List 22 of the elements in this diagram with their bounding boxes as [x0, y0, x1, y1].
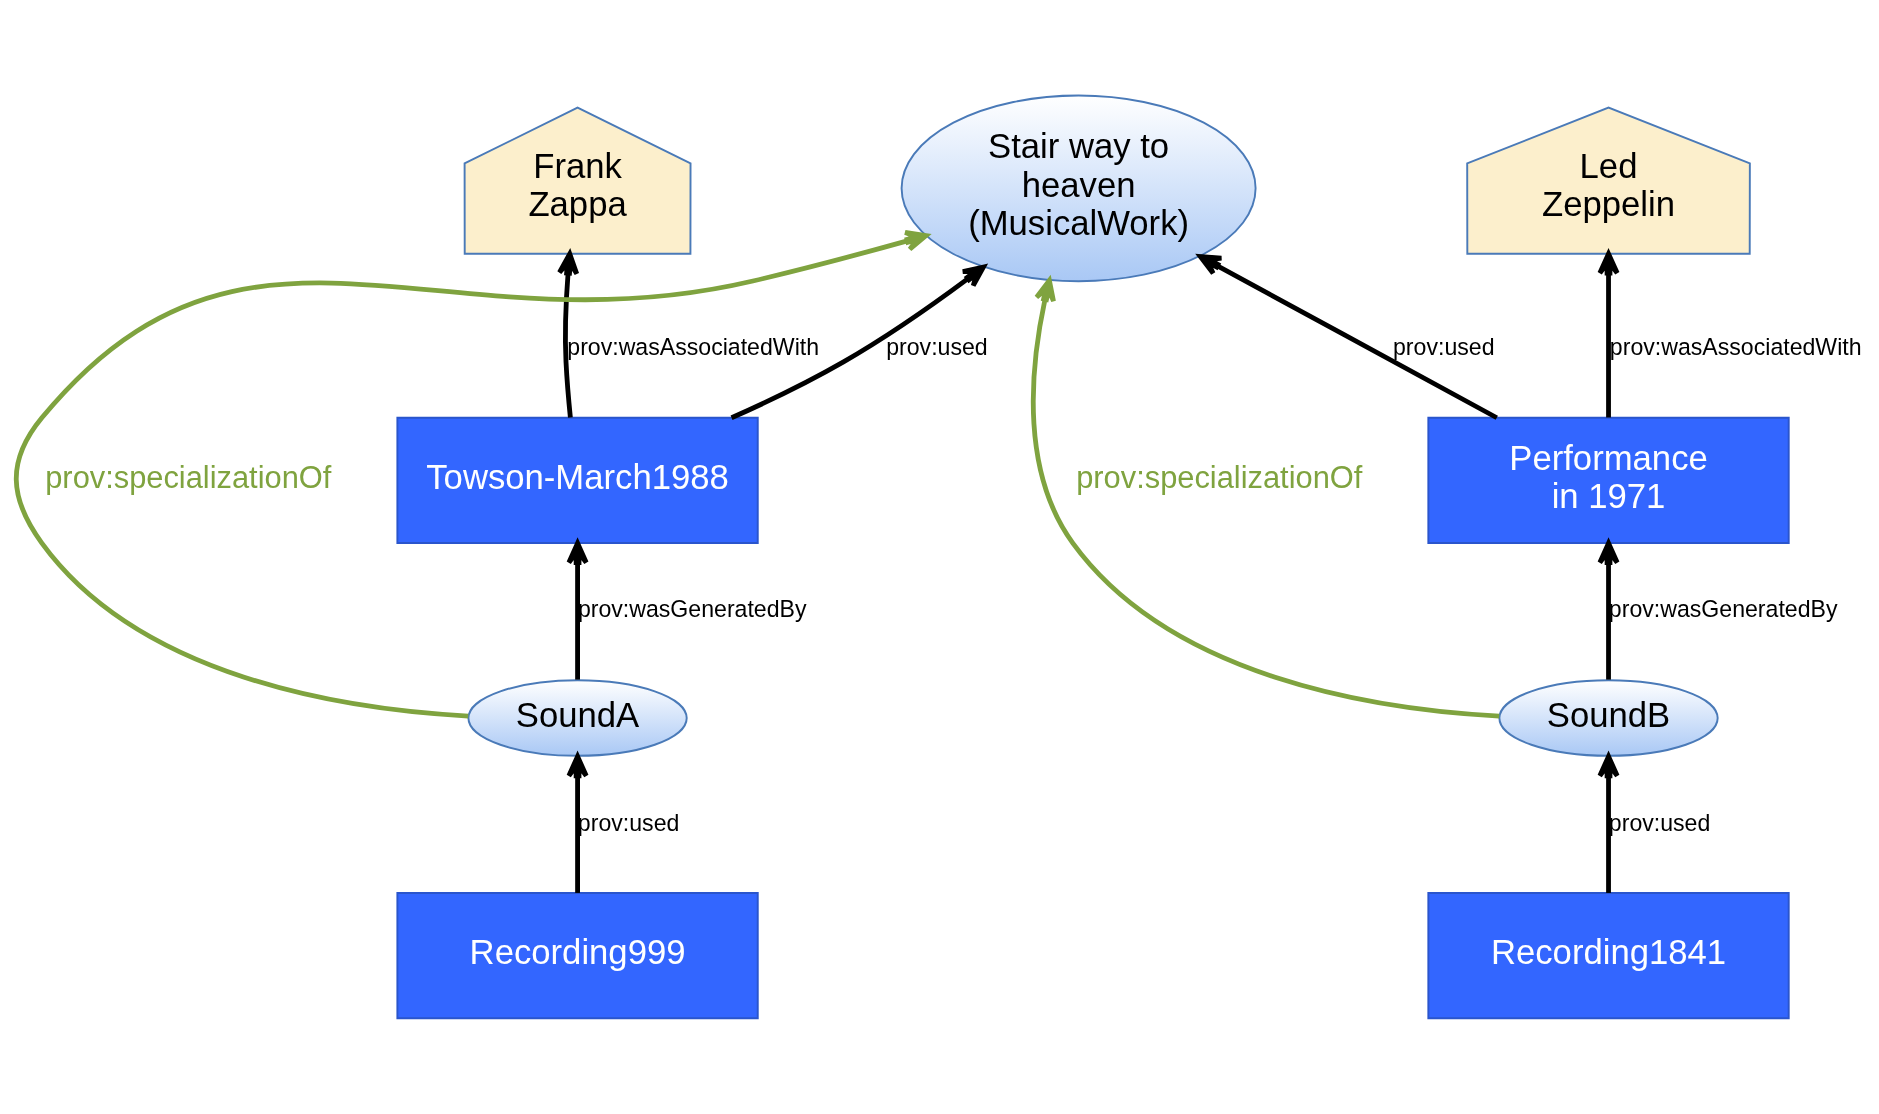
node-ellipse: SoundA — [467, 679, 688, 757]
node-box: Recording1841 — [1427, 892, 1790, 1020]
node-box: Recording999 — [396, 892, 759, 1020]
arrow — [1030, 277, 1500, 719]
node-box: Towson-March1988 — [396, 416, 759, 545]
edge-label: prov:used — [886, 334, 988, 361]
edge-label: prov:wasAssociatedWith — [1609, 334, 1862, 361]
arrow — [1597, 251, 1620, 418]
edge-label: prov:wasGeneratedBy — [577, 596, 807, 623]
node-box: Performance in 1971 — [1427, 416, 1790, 545]
arrow — [14, 230, 929, 719]
arrow — [1197, 254, 1498, 420]
edge-label: prov:used — [577, 809, 680, 836]
edge-label: prov:specializationOf — [45, 459, 332, 495]
edge-label: prov:used — [1393, 334, 1495, 361]
edge-label: prov:wasAssociatedWith — [567, 334, 820, 361]
arrow — [1597, 540, 1620, 680]
node-ellipse: SoundB — [1498, 679, 1719, 757]
arrow — [557, 251, 580, 418]
arrow — [566, 540, 589, 680]
arrow — [730, 264, 986, 420]
edge-label: prov:specializationOf — [1076, 459, 1363, 495]
